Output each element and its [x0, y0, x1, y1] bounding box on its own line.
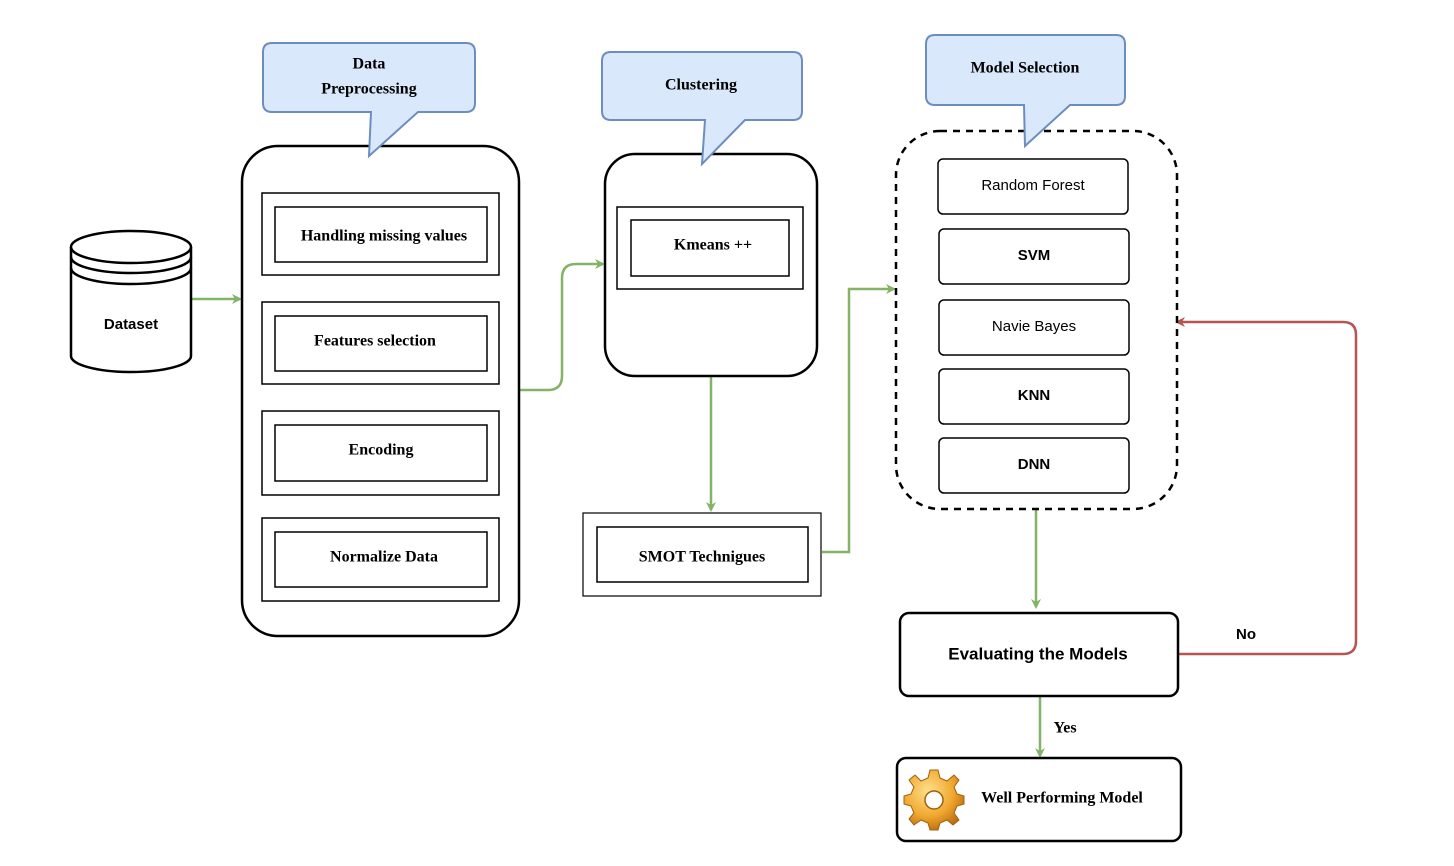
no-branch-label: No: [1236, 626, 1256, 643]
evaluation-node: Evaluating the Models: [898, 611, 1180, 698]
model-label: SVM: [1018, 247, 1051, 264]
preprocessing-step-2: Features selection: [261, 301, 500, 385]
connectors: [191, 259, 1358, 758]
callout-title-line-2: Preprocessing: [321, 81, 416, 98]
evaluation-label: Evaluating the Models: [948, 644, 1127, 663]
step-label: Handling missing values: [301, 228, 467, 245]
model-label: Navie Bayes: [992, 318, 1076, 335]
model-knn: KNN: [938, 368, 1130, 425]
model-selection-group: Random Forest SVM Navie Bayes KNN DNN Mo…: [894, 34, 1179, 511]
model-naive-bayes: Navie Bayes: [938, 299, 1130, 356]
preprocessing-callout: Data Preprocessing: [262, 42, 476, 159]
model-selection-callout: Model Selection: [925, 34, 1126, 149]
model-dnn: DNN: [938, 437, 1130, 494]
smote-label: SMOT Technigues: [639, 549, 765, 566]
preprocessing-step-4: Normalize Data: [261, 517, 500, 602]
model-random-forest: Random Forest: [937, 158, 1129, 215]
step-label: Encoding: [349, 442, 414, 459]
callout-title-line-1: Data: [353, 56, 386, 73]
result-label: Well Performing Model: [981, 790, 1143, 807]
model-label: DNN: [1018, 456, 1051, 473]
yes-branch-label: Yes: [1053, 720, 1076, 737]
arrow-preprocessing-to-clustering: [520, 259, 605, 392]
clustering-group: Kmeans ++ Clustering: [601, 51, 819, 378]
database-icon: [69, 247, 193, 374]
clustering-step: Kmeans ++: [616, 206, 804, 290]
dataset-node: Dataset: [69, 229, 193, 374]
arrow-evaluation-no-feedback: [1175, 317, 1358, 656]
preprocessing-step-3: Encoding: [261, 410, 500, 496]
step-label: Normalize Data: [330, 549, 438, 566]
step-label: Features selection: [314, 333, 436, 350]
result-node: Well Performing Model: [895, 756, 1183, 843]
smote-node: SMOT Technigues: [582, 512, 822, 597]
model-label: Random Forest: [981, 177, 1085, 194]
preprocessing-step-1: Handling missing values: [261, 192, 500, 276]
clustering-callout: Clustering: [601, 51, 803, 167]
preprocessing-group: Handling missing values Features selecti…: [240, 42, 521, 638]
model-svm: SVM: [938, 228, 1130, 285]
model-label: KNN: [1018, 387, 1051, 404]
callout-title: Clustering: [665, 77, 737, 94]
arrow-smote-to-model-selection: [822, 284, 896, 554]
callout-title: Model Selection: [971, 60, 1080, 77]
dataset-label: Dataset: [104, 316, 158, 333]
step-label: Kmeans ++: [674, 237, 752, 254]
gear-icon: [903, 769, 965, 831]
